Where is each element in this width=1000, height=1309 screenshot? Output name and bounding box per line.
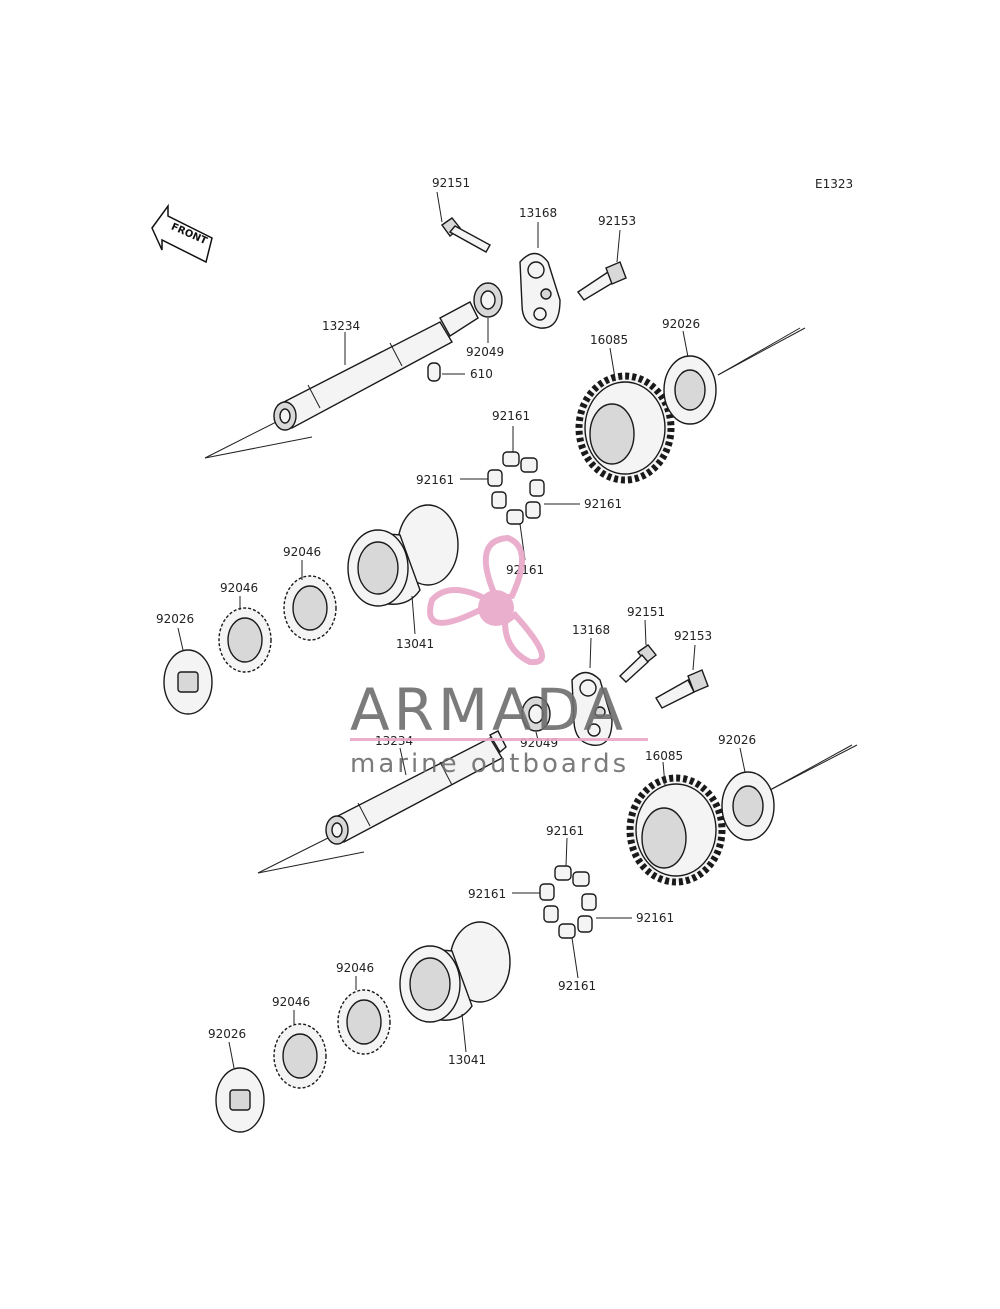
bolt-92153-lower (655, 669, 709, 709)
seal-92049 (473, 282, 503, 318)
bolt-92153 (576, 261, 627, 301)
label-92161-bottom: 92161 (506, 563, 544, 577)
label-13168: 13168 (519, 206, 557, 220)
label-16085: 16085 (590, 333, 628, 347)
bolt-92151 (441, 217, 491, 253)
front-arrow-icon: FRONT (151, 203, 213, 264)
label-92026-right-lower: 92026 (718, 733, 756, 747)
damper-92161-set-lower (539, 865, 597, 939)
label-92151-lower: 92151 (627, 605, 665, 619)
shaft-13234-lower (325, 730, 507, 845)
label-92161-top: 92161 (492, 409, 530, 423)
label-92161-right: 92161 (584, 497, 622, 511)
damper-92161-set (487, 451, 545, 525)
bearing-92046-a (283, 575, 337, 641)
label-16085-lower: 16085 (645, 749, 683, 763)
label-92046-1-lower: 92046 (336, 961, 374, 975)
label-92161-left: 92161 (416, 473, 454, 487)
label-92049: 92049 (466, 345, 504, 359)
label-13168-lower: 13168 (572, 623, 610, 637)
label-13234: 13234 (322, 319, 360, 333)
assembly-lower: 92151 13168 92153 13234 92049 16085 9202… (208, 605, 858, 1133)
shaft-13234 (273, 301, 479, 431)
bolt-92151-lower (618, 644, 657, 683)
pin-610 (427, 362, 441, 382)
label-92026-right: 92026 (662, 317, 700, 331)
diagram-code: E1323 (815, 177, 853, 191)
washer-92026-right-lower (721, 771, 775, 841)
hub-13041-lower (399, 921, 511, 1023)
assembly-upper: 92151 13168 92153 13234 92049 610 16085 … (156, 176, 806, 715)
propeller-logo-icon (427, 534, 545, 666)
label-92153-lower: 92153 (674, 629, 712, 643)
label-92151: 92151 (432, 176, 470, 190)
label-92026-left: 92026 (156, 612, 194, 626)
label-92046-2: 92046 (220, 581, 258, 595)
hub-13041 (347, 504, 459, 607)
label-92026-left-lower: 92026 (208, 1027, 246, 1041)
label-92153: 92153 (598, 214, 636, 228)
label-610: 610 (470, 367, 493, 381)
washer-92026-left-lower (215, 1067, 265, 1133)
gear-16085-lower (626, 774, 726, 886)
label-13041-lower: 13041 (448, 1053, 486, 1067)
label-92046-2-lower: 92046 (272, 995, 310, 1009)
label-92161-top-lower: 92161 (546, 824, 584, 838)
bearing-92046-b-lower (273, 1023, 327, 1089)
watermark-tagline: marine outboards (350, 749, 629, 779)
label-92161-right-lower: 92161 (636, 911, 674, 925)
watermark-brand: ARMADA (350, 676, 627, 744)
bearing-92046-a-lower (337, 989, 391, 1055)
seal-92049-lower (521, 696, 551, 732)
lever-13168 (519, 252, 561, 329)
washer-92026-right (663, 355, 717, 425)
armada-watermark: ARMADA marine outboards (350, 534, 648, 779)
gear-16085 (575, 372, 675, 484)
label-13041: 13041 (396, 637, 434, 651)
bearing-92046-b (218, 607, 272, 673)
label-92046-1: 92046 (283, 545, 321, 559)
label-92161-bottom-lower: 92161 (558, 979, 596, 993)
washer-92026-left (163, 649, 213, 715)
label-92161-left-lower: 92161 (468, 887, 506, 901)
